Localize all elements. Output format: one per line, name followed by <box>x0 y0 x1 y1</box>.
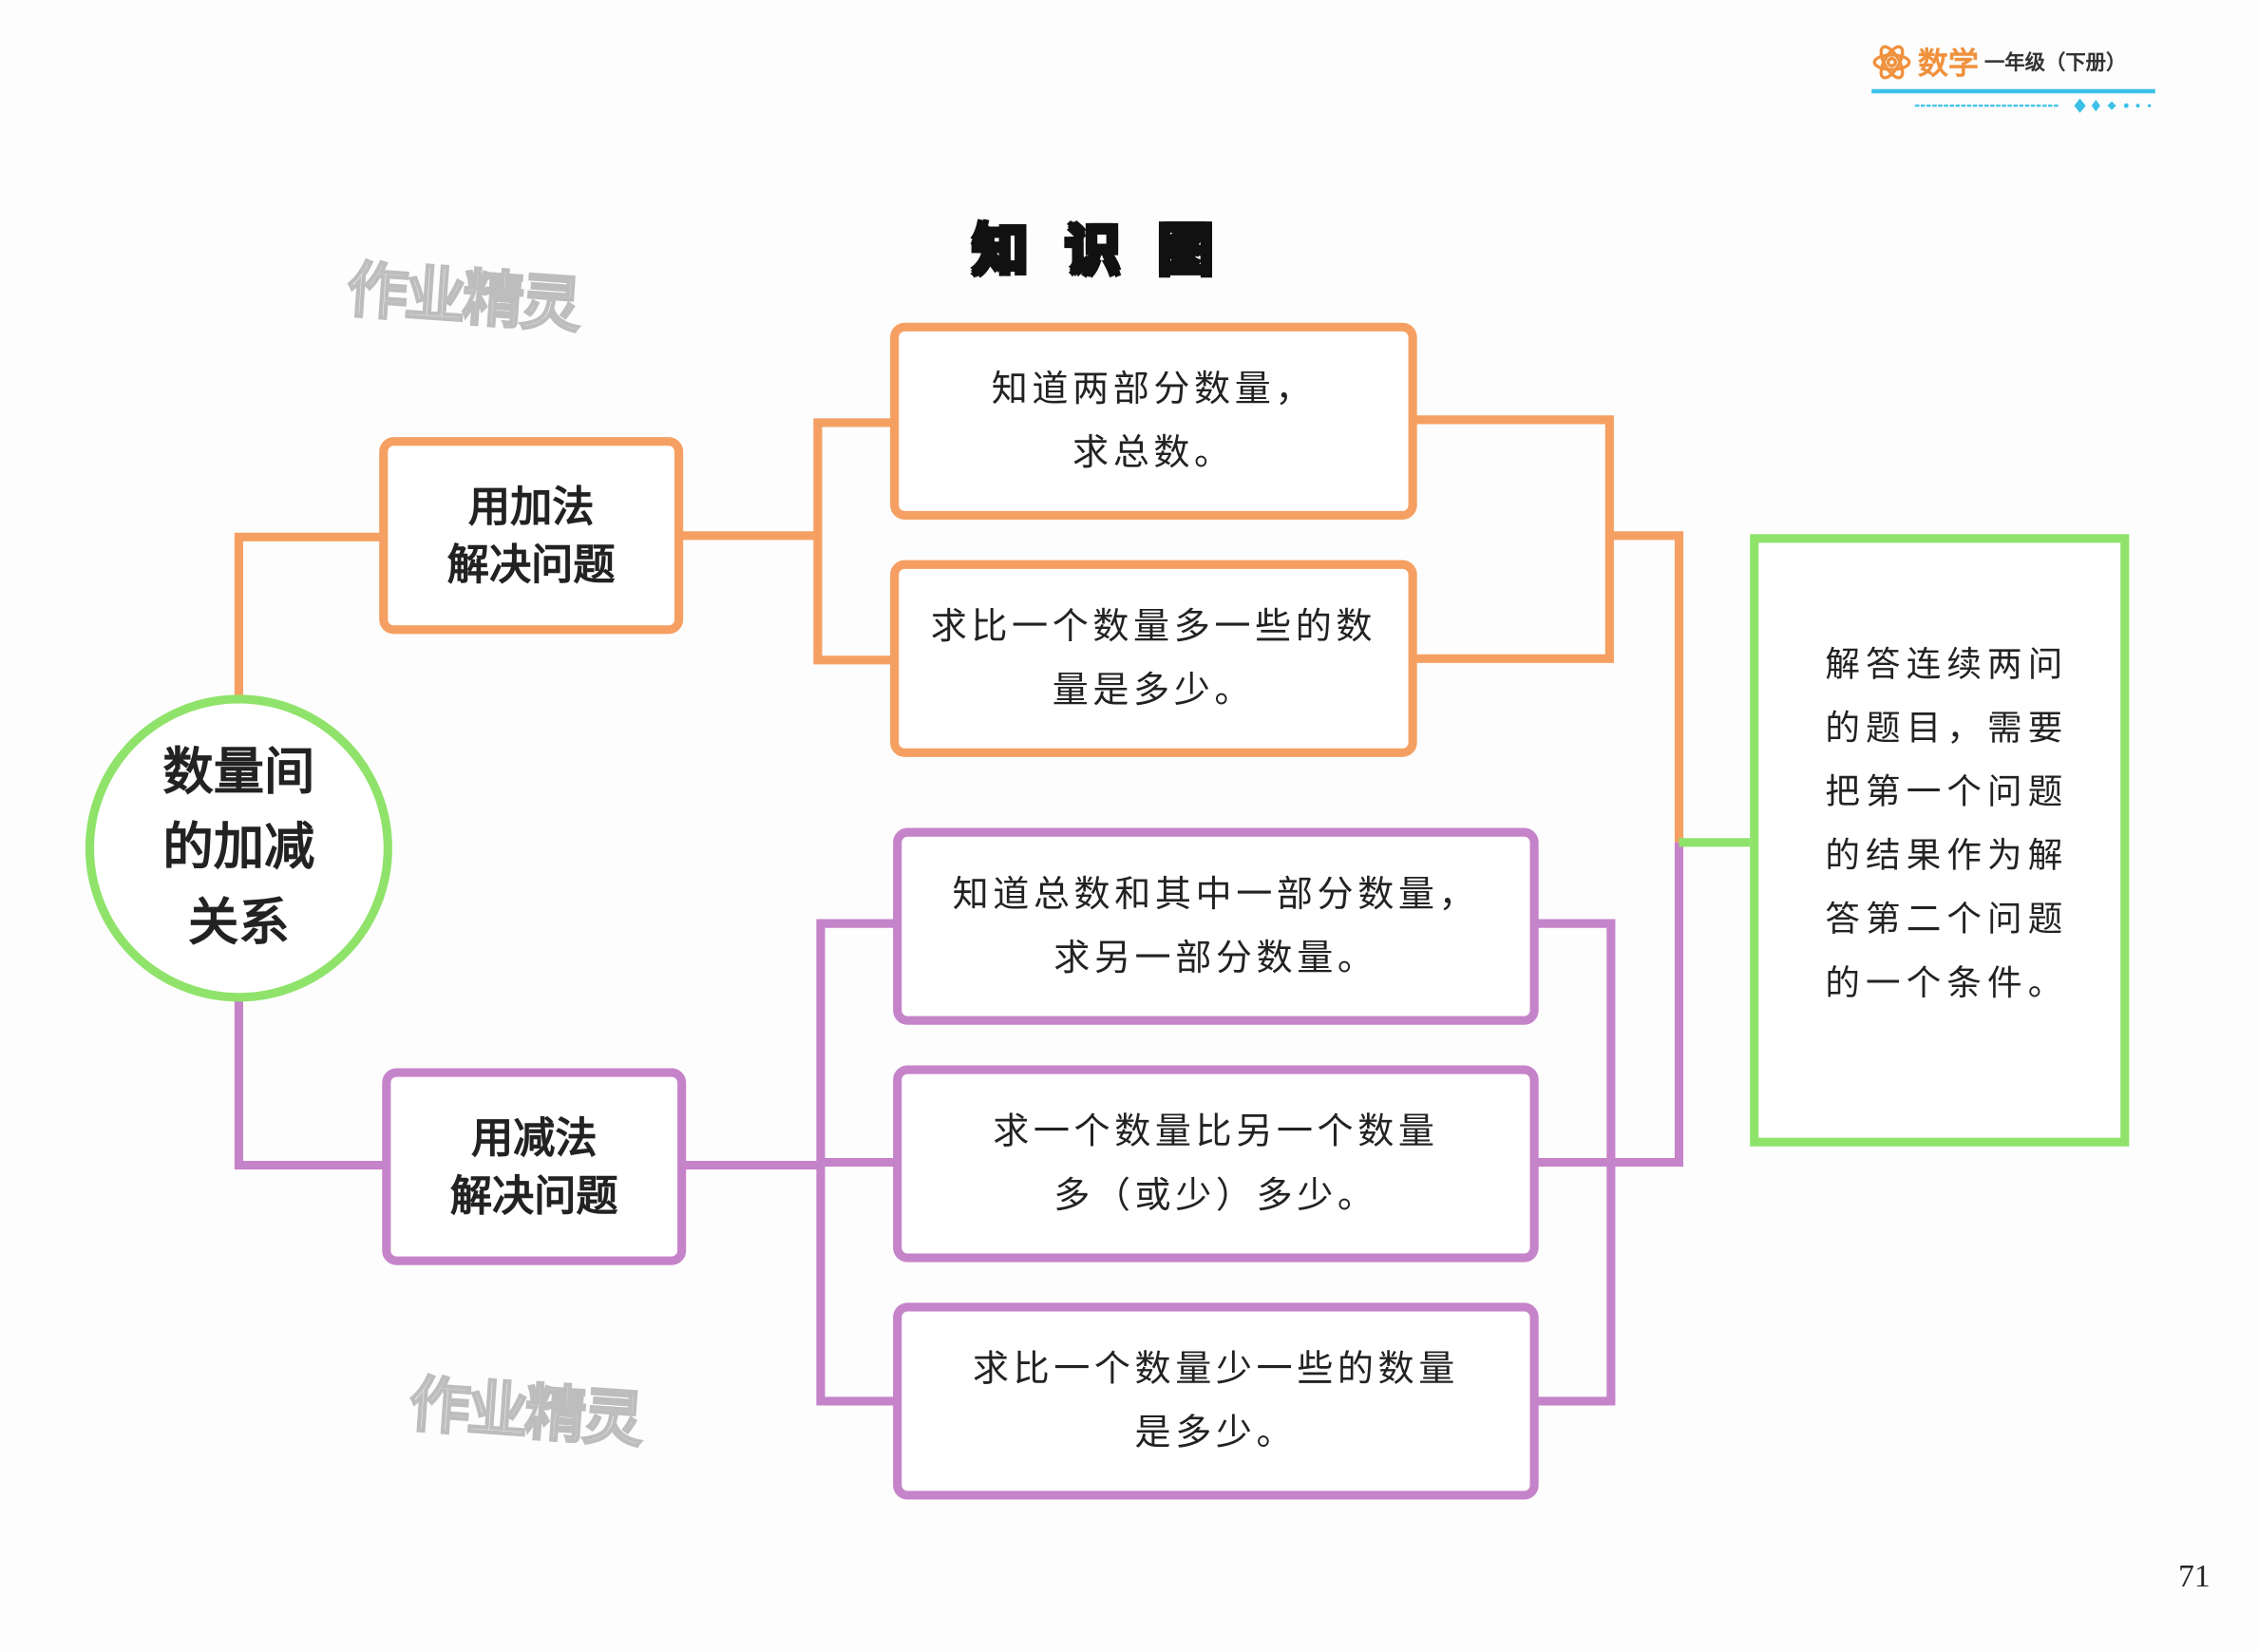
summary-line: 的题目，需要 <box>1825 708 2069 749</box>
summary-line: 把第一个问题 <box>1825 771 2069 812</box>
summary-line: 答第二个问题 <box>1825 899 2069 940</box>
summary-line: 的结果作为解 <box>1825 835 2069 876</box>
subtraction-node: 用减法 解决问题 <box>382 1068 687 1265</box>
connector-root-subtraction <box>234 998 386 1170</box>
item-line: 求另一部分数量。 <box>1053 936 1378 979</box>
page-number: 71 <box>2178 1557 2211 1594</box>
item-line: 是多少。 <box>1134 1411 1298 1453</box>
page-title: 知 识 图 <box>971 205 1214 285</box>
connector-addition-summary <box>1609 531 1684 843</box>
item-line: 求一个数量比另一个数量 <box>993 1110 1439 1152</box>
item-line: 求比一个数量多一些的数 <box>930 604 1377 648</box>
summary-line: 的一个条件。 <box>1825 962 2069 1003</box>
subtraction-label: 用减法 <box>470 1112 598 1163</box>
addition-item-total: 知道两部分数量， 求总数。 <box>890 322 1417 521</box>
connector-addition-items <box>813 418 894 665</box>
root-line: 的加减 <box>162 819 315 878</box>
summary-line: 解答连续两问 <box>1825 644 2069 685</box>
item-line: 多（或少）多少。 <box>1053 1173 1378 1216</box>
item-line: 求总数。 <box>1072 431 1235 474</box>
title-char: 知 <box>971 218 1029 284</box>
root-line: 关系 <box>188 894 290 953</box>
item-line: 量是多少。 <box>1052 668 1256 712</box>
addition-item-more: 求比一个数量多一些的数 量是多少。 <box>890 560 1417 757</box>
header-decoration <box>1871 88 2155 113</box>
root-node: 数量间 的加减 关系 <box>85 694 392 1002</box>
title-char: 识 <box>1064 218 1122 284</box>
subject-label: 数学 <box>1917 46 1979 82</box>
subtraction-item-part: 知道总数和其中一部分数量， 求另一部分数量。 <box>893 827 1539 1025</box>
item-line: 求比一个数量少一些的数量 <box>972 1347 1459 1390</box>
subtraction-label: 解决问题 <box>449 1170 618 1221</box>
subtraction-item-difference: 求一个数量比另一个数量 多（或少）多少。 <box>893 1065 1539 1263</box>
item-line: 知道两部分数量， <box>991 368 1317 410</box>
addition-node: 用加法 解决问题 <box>379 437 684 635</box>
connector-addition-merge <box>1414 415 1614 663</box>
addition-label: 解决问题 <box>446 540 616 590</box>
atom-icon <box>1872 45 1911 80</box>
root-line: 数量间 <box>162 744 315 803</box>
subtraction-item-less: 求比一个数量少一些的数量 是多少。 <box>893 1302 1539 1500</box>
connector-subtraction-summary <box>1531 842 1684 1168</box>
title-char: 图 <box>1156 218 1214 284</box>
addition-label: 用加法 <box>467 482 595 532</box>
connector-root-addition <box>234 532 383 698</box>
item-line: 知道总数和其中一部分数量， <box>952 872 1480 915</box>
grade-label: 一年级（下册） <box>1983 51 2127 76</box>
page-header: 数学 一年级（下册） <box>1871 41 2155 122</box>
summary-node: 解答连续两问 的题目，需要 把第一个问题 的结果作为解 答第二个问题 的一个条件… <box>1750 534 2130 1147</box>
